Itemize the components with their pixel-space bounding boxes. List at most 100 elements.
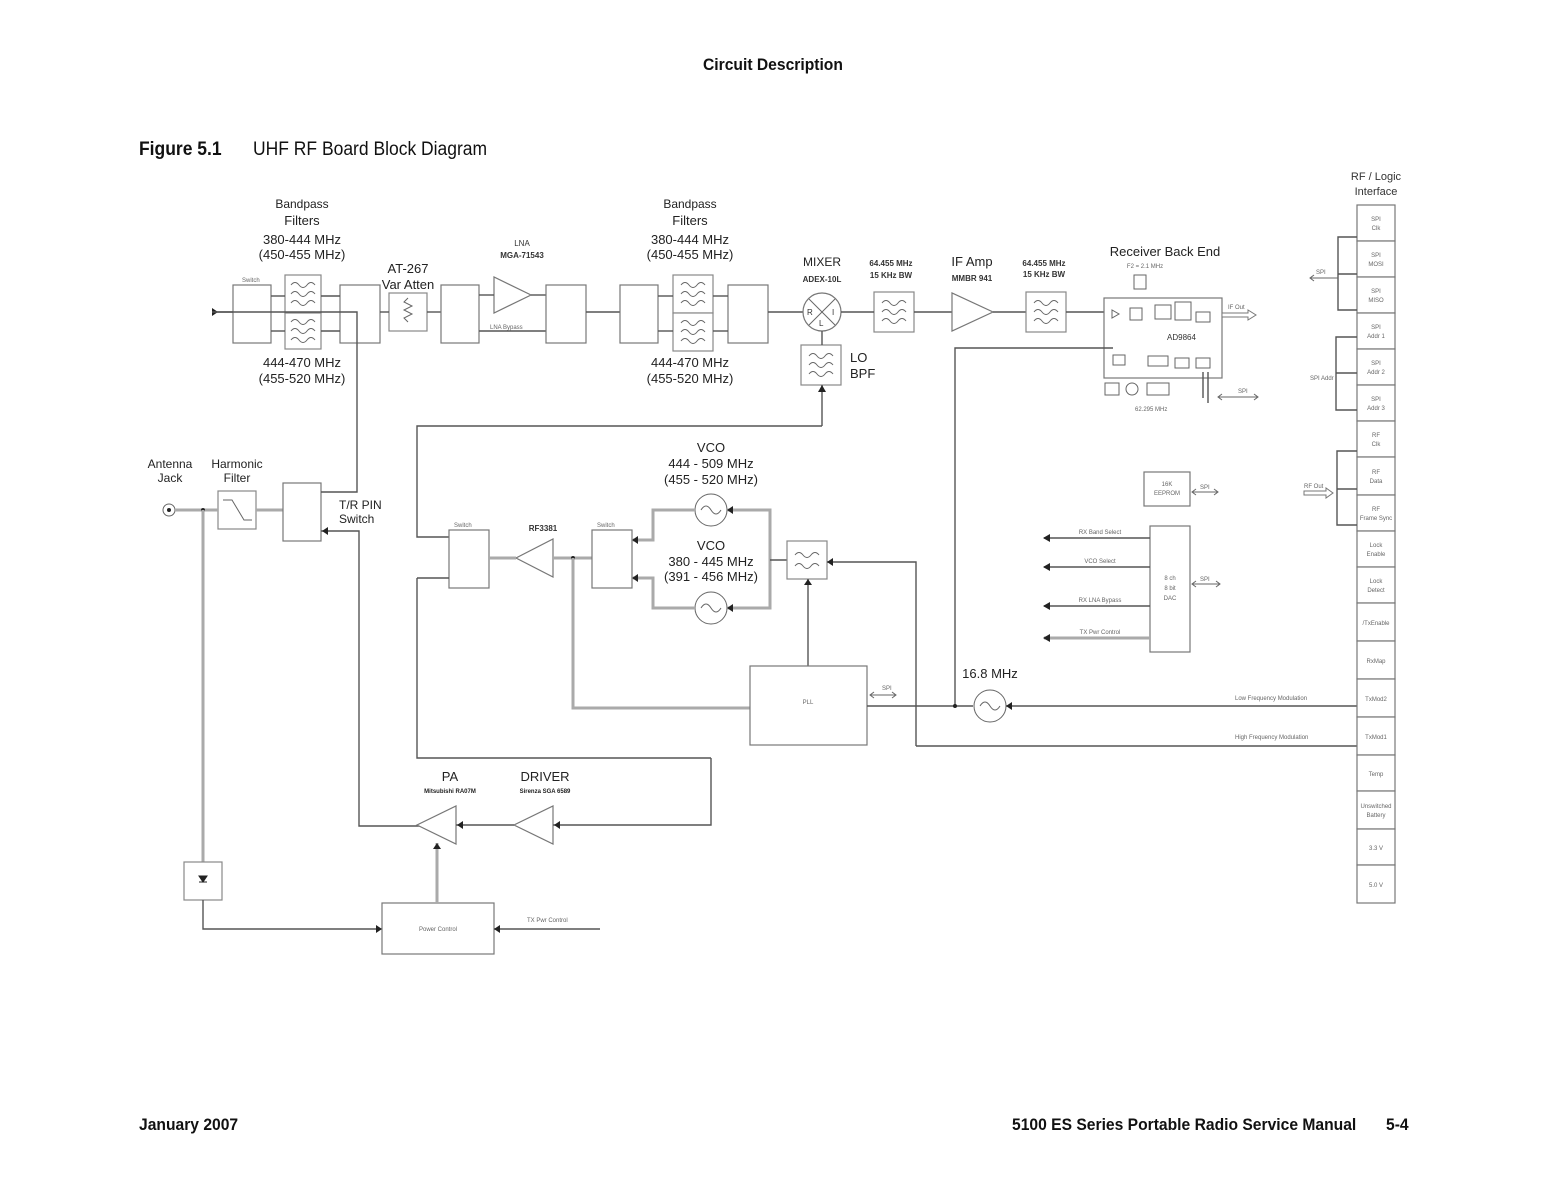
synth-switch-label: Switch [454,523,472,529]
receiver-osc-freq: 62.295 MHz [1135,407,1167,413]
interface-pin [1356,204,1396,242]
interface-pin-label: Clk [1372,442,1382,448]
high-freq-mod-label: High Frequency Modulation [1235,735,1308,741]
loop-filter [786,540,828,580]
pa-label: PA [442,769,459,784]
interface-pin-label: TxMod2 [1365,697,1387,703]
figure-number: Figure 5.1 [139,139,222,160]
eeprom-spi-arrow [1191,488,1219,496]
vco2-range-alt: (391 - 456 MHz) [664,569,758,584]
dac-output-label: TX Pwr Control [1080,630,1121,636]
rf-out-arrow [1303,487,1334,499]
vco-switch-label: Switch [597,523,615,529]
arrow-left-icon [1043,534,1050,542]
buffer-amplifier [514,538,554,578]
lo-switch [448,529,490,589]
harmonic-filter [217,490,257,530]
bpf2-lower-range: 444-470 MHz [651,355,729,370]
rbe-spi-arrow [1217,393,1259,401]
interface-pin [1356,602,1396,642]
if-filter2-label: 64.455 MHz [1022,259,1065,268]
vco2-label: VCO [697,538,725,553]
interface-pin-label: SPI [1371,289,1381,295]
dac-output-label: RX LNA Bypass [1079,598,1122,604]
footer-date: January 2007 [139,1115,239,1134]
dac-output-label: VCO Select [1084,559,1116,565]
bpf1-lower-range-alt: (455-520 MHz) [259,371,346,386]
lna-bypass-label: LNA Bypass [490,325,523,331]
power-control [381,902,495,955]
interface-pin-label: 5.0 V [1369,883,1383,889]
rx-switch-c [440,284,480,344]
footer-page-number: 5-4 [1386,1115,1409,1134]
lna-amplifier [493,276,533,314]
power-control-label: Power Control [419,927,457,933]
low-freq-mod-label: Low Frequency Modulation [1235,696,1307,702]
antenna-jack-icon [162,503,176,517]
power-amplifier [415,805,457,845]
bpf1-upper [284,274,322,314]
interface-pin-label: Enable [1367,552,1386,558]
dac-spi-label: SPI [1200,577,1210,583]
interface-pin-label: Temp [1369,772,1384,778]
interface-pin-label: MOSI [1368,262,1384,268]
mixer-label: MIXER [803,255,841,269]
interface-pin-label: Lock [1370,579,1384,585]
mixer-port-l: L [819,319,824,328]
rx-switch-a [232,284,272,344]
interface-pin [1356,716,1396,756]
interface-pin-label: Clk [1372,226,1382,232]
lo-bpf-label: LO [850,350,867,365]
iface-spi-addr-label: SPI Addr [1310,376,1334,382]
interface-pin-label: Addr 3 [1367,406,1385,412]
eeprom [1143,471,1191,507]
pa-part: Mitsubishi RA07M [424,789,476,795]
if-amplifier [951,292,995,332]
mixer-part: ADEX-10L [803,275,842,284]
bpf1-upper-range-alt: (450-455 MHz) [259,247,346,262]
tr-switch-label2: Switch [339,512,374,526]
antenna-label: Antenna [148,457,193,471]
interface-pin-label: Lock [1370,543,1384,549]
mixer-port-i: I [832,308,834,317]
tr-pin-switch [282,482,322,542]
resistor-icon [402,297,414,323]
dac-output-label: RX Band Select [1079,530,1122,536]
harmonic-filter-label2: Filter [224,471,251,485]
page-header: Circuit Description [703,55,843,74]
interface-pin [1356,566,1396,604]
if-amp-part: MMBR 941 [952,274,993,283]
receiver-back-end-sub: F2 = 2.1 MHz [1127,264,1163,270]
diode-icon [198,875,208,883]
if-filter-1 [873,291,915,333]
eeprom-label2: EEPROM [1154,491,1180,497]
bpf1-lower-range: 444-470 MHz [263,355,341,370]
vco1-label: VCO [697,440,725,455]
dac-spi-arrow [1191,580,1221,588]
lo-bpf [800,344,842,386]
bpf2-title2: Filters [672,213,708,228]
pll-label: PLL [803,700,814,706]
if-filter-2 [1025,291,1067,333]
if-filter1-label: 64.455 MHz [869,259,912,268]
interface-pin [1356,828,1396,866]
driver-amplifier [512,805,554,845]
footer-manual-title: 5100 ES Series Portable Radio Service Ma… [1012,1115,1357,1134]
interface-pin-label: RF [1372,507,1380,513]
interface-pin [1356,312,1396,350]
driver-label: DRIVER [520,769,569,784]
interface-pin [1356,240,1396,278]
bpf2-upper [672,274,714,314]
interface-title: RF / Logic [1351,171,1402,183]
interface-pin-label: MISO [1368,298,1384,304]
interface-title2: Interface [1355,186,1398,198]
rbe-spi-label: SPI [1238,389,1248,395]
arrow-left-icon [1043,602,1050,610]
interface-pin-label: 3.3 V [1369,846,1383,852]
dac-label: 8 ch [1164,576,1175,582]
interface-pin [1356,790,1396,830]
bpf1-upper-range: 380-444 MHz [263,232,341,247]
if-out-arrow [1221,309,1257,321]
bpf2-lower [672,312,714,352]
interface-pin-label: Unswitched [1360,804,1391,810]
